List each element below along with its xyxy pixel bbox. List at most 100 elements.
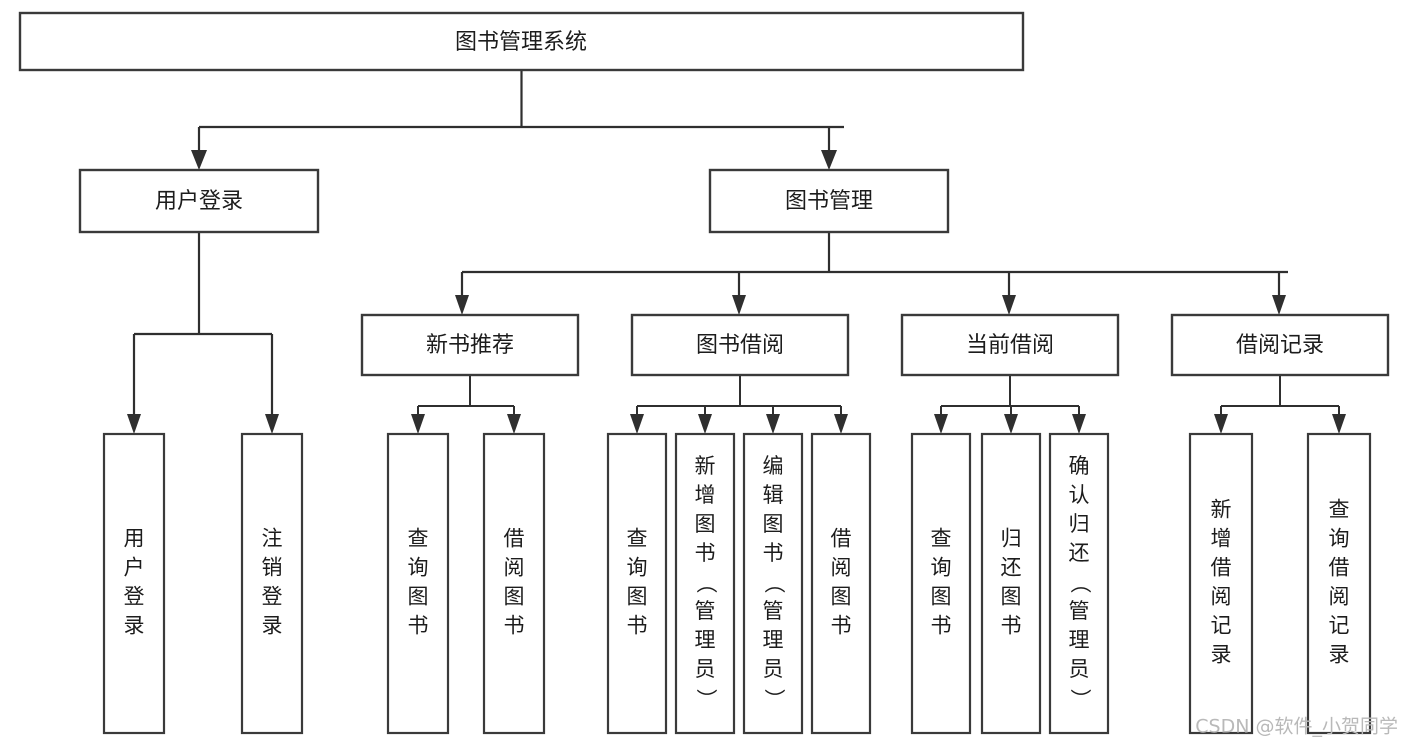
node-leaf7-box[interactable] <box>742 432 804 735</box>
svg-text:书: 书 <box>408 614 429 638</box>
svg-text:图: 图 <box>831 585 852 609</box>
svg-text:管: 管 <box>695 599 716 623</box>
node-leaf11-box[interactable] <box>1048 432 1110 735</box>
node-leaf9-box[interactable] <box>910 432 972 735</box>
svg-text:（: （ <box>1068 573 1092 594</box>
arrow-to-leaf13 <box>1332 414 1346 434</box>
node-leaf4-box[interactable] <box>482 432 546 735</box>
node-records[interactable]: 借阅记录 <box>1170 313 1390 377</box>
svg-text:录: 录 <box>1329 643 1350 667</box>
node-leaf13-box[interactable] <box>1306 432 1372 735</box>
node-leaf5-box[interactable] <box>606 432 668 735</box>
svg-text:查: 查 <box>627 527 648 551</box>
svg-text:管: 管 <box>763 599 784 623</box>
node-bookmgmt[interactable]: 图书管理 <box>708 168 950 234</box>
arrow-to-newbook <box>455 295 469 315</box>
node-records-label: 借阅记录 <box>1236 333 1324 358</box>
node-root-label: 图书管理系统 <box>455 30 587 55</box>
arrow-to-leaf5 <box>630 414 644 434</box>
node-borrow[interactable]: 图书借阅 <box>630 313 850 377</box>
svg-text:图: 图 <box>763 512 784 536</box>
connectors-newbook-to-leaves <box>411 375 521 434</box>
arrow-to-login <box>191 150 207 170</box>
node-leaf1[interactable]: 用户登录 <box>102 432 166 735</box>
svg-text:理: 理 <box>695 628 716 652</box>
svg-text:询: 询 <box>408 556 429 580</box>
node-login[interactable]: 用户登录 <box>78 168 320 234</box>
node-leaf6-box[interactable] <box>674 432 736 735</box>
svg-text:书: 书 <box>931 614 952 638</box>
svg-text:图: 图 <box>931 585 952 609</box>
arrow-to-leaf6 <box>698 414 712 434</box>
svg-text:）: ） <box>762 689 786 710</box>
svg-text:记: 记 <box>1329 614 1350 638</box>
node-current[interactable]: 当前借阅 <box>900 313 1120 377</box>
node-leaf12-box[interactable] <box>1188 432 1254 735</box>
node-leaf1-label: 用户登录 <box>124 527 145 638</box>
arrow-to-leaf3 <box>411 414 425 434</box>
svg-text:借: 借 <box>831 527 852 551</box>
svg-text:查: 查 <box>931 527 952 551</box>
svg-text:录: 录 <box>262 614 283 638</box>
node-leaf3-box[interactable] <box>386 432 450 735</box>
svg-text:录: 录 <box>1211 643 1232 667</box>
node-root-box[interactable] <box>18 11 1025 72</box>
node-leaf1-box[interactable] <box>102 432 166 735</box>
node-leaf10-box[interactable] <box>980 432 1042 735</box>
svg-text:增: 增 <box>695 483 716 507</box>
svg-text:书: 书 <box>763 541 784 565</box>
svg-text:询: 询 <box>1329 527 1350 551</box>
svg-text:（: （ <box>762 573 786 594</box>
node-records-box[interactable] <box>1170 313 1390 377</box>
svg-text:书: 书 <box>504 614 525 638</box>
arrow-to-borrow <box>732 295 746 315</box>
svg-text:书: 书 <box>831 614 852 638</box>
svg-text:理: 理 <box>1069 628 1090 652</box>
svg-text:员: 员 <box>763 657 784 681</box>
connectors-bookmgmt-to-level3 <box>455 232 1288 315</box>
node-leaf2-box[interactable] <box>240 432 304 735</box>
arrow-to-leaf11 <box>1072 414 1086 434</box>
svg-text:书: 书 <box>695 541 716 565</box>
svg-text:员: 员 <box>695 657 716 681</box>
node-login-box[interactable] <box>78 168 320 234</box>
arrow-to-bookmgmt <box>821 150 837 170</box>
node-login-label: 用户登录 <box>155 189 243 214</box>
node-bookmgmt-box[interactable] <box>708 168 950 234</box>
node-borrow-label: 图书借阅 <box>696 333 784 358</box>
node-leaf8-box[interactable] <box>810 432 872 735</box>
node-current-box[interactable] <box>900 313 1120 377</box>
node-newbook-box[interactable] <box>360 313 580 377</box>
svg-text:阅: 阅 <box>831 556 852 580</box>
arrow-to-leaf4 <box>507 414 521 434</box>
svg-text:管: 管 <box>1069 599 1090 623</box>
arrow-to-records <box>1272 295 1286 315</box>
svg-text:阅: 阅 <box>1329 585 1350 609</box>
svg-text:图: 图 <box>504 585 525 609</box>
node-newbook[interactable]: 新书推荐 <box>360 313 580 377</box>
node-borrow-box[interactable] <box>630 313 850 377</box>
connectors-borrow-to-leaves <box>630 375 848 434</box>
node-root[interactable]: 图书管理系统 <box>18 11 1025 72</box>
